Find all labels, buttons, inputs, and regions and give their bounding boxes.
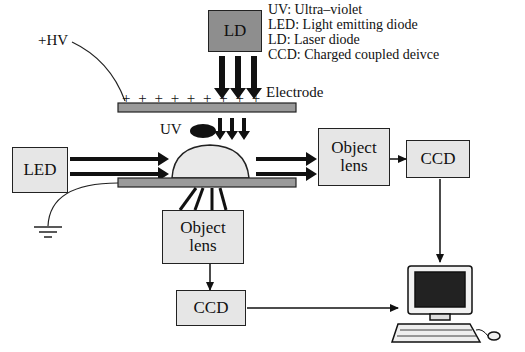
led-box: LED [12, 147, 68, 193]
laser-diode-box: LD [208, 10, 262, 52]
box-label: LED [23, 161, 56, 179]
data-cable [439, 179, 441, 262]
hv-lead [72, 42, 125, 101]
box-label: CCD [194, 299, 229, 317]
legend-line: UV: Ultra–violet [268, 2, 362, 17]
droplet [172, 145, 249, 178]
charge-signs: + + + + + + + + + [122, 90, 260, 107]
box-label: CCD [421, 150, 456, 168]
uv-lamp [190, 124, 216, 138]
downward-rays [180, 188, 226, 210]
box-label: Object lens [168, 219, 238, 255]
part-label: UV [160, 121, 182, 138]
legend-line: LD: Laser diode [268, 32, 360, 47]
legend-line: CCD: Charged coupled deivce [268, 47, 439, 62]
data-cable [247, 307, 398, 309]
led-light-arrows [70, 152, 169, 181]
ccd-camera-box: CCD [176, 290, 246, 326]
voltage-label: +HV [38, 32, 68, 49]
ccd-camera-box: CCD [406, 140, 470, 178]
uv-arrows [214, 118, 250, 140]
box-label: Object lens [324, 139, 384, 175]
part-label: Electrode [266, 84, 323, 101]
signal-arrow [390, 158, 406, 160]
objective-lens-box: Object lens [318, 128, 390, 186]
ground-symbol [34, 227, 62, 237]
legend-line: LED: Light emitting diode [268, 17, 418, 32]
signal-arrow [209, 264, 211, 290]
computer-icon [392, 266, 500, 342]
transmitted-light-arrows [256, 152, 317, 181]
objective-lens-box: Object lens [162, 210, 244, 264]
box-label: LD [224, 22, 247, 40]
bottom-electrode [118, 178, 296, 187]
